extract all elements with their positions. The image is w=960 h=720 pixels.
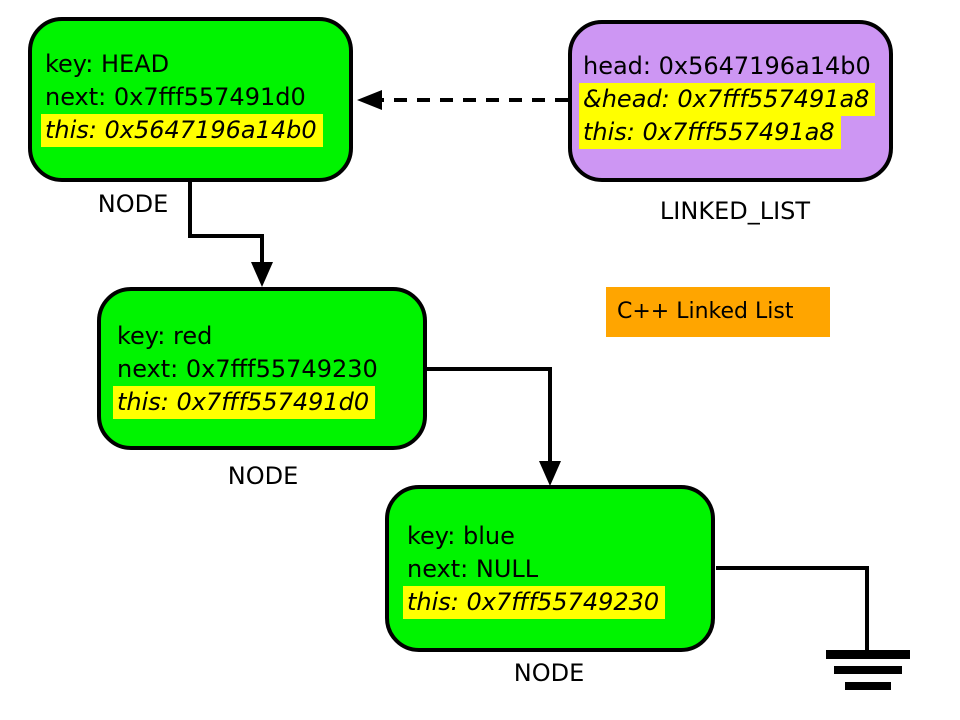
- field-this-value: this: 0x7fff557491d0: [113, 386, 376, 419]
- title-banner: C++ Linked List: [606, 287, 830, 337]
- arrowhead-down-icon-1: [251, 262, 273, 287]
- field-next: next: NULL: [407, 553, 665, 586]
- title-banner-text: C++ Linked List: [617, 299, 794, 324]
- field-key: key: red: [117, 320, 378, 353]
- field-next-value: next: 0x7fff557491d0: [45, 83, 306, 111]
- edge-blue-to-ground: [716, 566, 869, 651]
- field-addr-head-value: &head: 0x7fff557491a8: [579, 83, 876, 116]
- field-this-value: this: 0x7fff55749230: [403, 586, 666, 619]
- field-key-value: key: blue: [407, 522, 515, 550]
- field-key: key: blue: [407, 520, 665, 553]
- field-next-value: next: 0x7fff55749230: [117, 355, 378, 383]
- field-this: this: 0x5647196a14b0: [41, 114, 323, 147]
- linked-list-label: LINKED_LIST: [659, 197, 811, 225]
- field-addr-head: &head: 0x7fff557491a8: [579, 83, 876, 116]
- field-key-value: key: HEAD: [45, 50, 170, 78]
- node-head-fields: key: HEAD next: 0x7fff557491d0 this: 0x5…: [41, 48, 323, 147]
- field-head-value: head: 0x5647196a14b0: [583, 52, 871, 80]
- node-head-label: NODE: [97, 190, 169, 218]
- node-blue-label: NODE: [513, 659, 585, 687]
- field-this: this: 0x7fff557491a8: [579, 116, 875, 149]
- field-key: key: HEAD: [45, 48, 323, 81]
- linked-list-box: head: 0x5647196a14b0 &head: 0x7fff557491…: [568, 20, 893, 182]
- field-this: this: 0x7fff557491d0: [113, 386, 378, 419]
- edge-red-to-blue: [427, 367, 552, 462]
- field-head: head: 0x5647196a14b0: [583, 50, 875, 83]
- node-blue-fields: key: blue next: NULL this: 0x7fff5574923…: [403, 520, 666, 619]
- arrowhead-left-icon: [357, 90, 382, 110]
- field-this: this: 0x7fff55749230: [403, 586, 666, 619]
- node-blue-box: key: blue next: NULL this: 0x7fff5574923…: [385, 485, 715, 652]
- linked-list-fields: head: 0x5647196a14b0 &head: 0x7fff557491…: [579, 50, 876, 149]
- field-next: next: 0x7fff55749230: [117, 353, 378, 386]
- edge-head-to-red: [188, 182, 264, 264]
- field-next: next: 0x7fff557491d0: [45, 81, 323, 114]
- node-red-label: NODE: [227, 462, 299, 490]
- arrowhead-down-icon-2: [539, 461, 561, 486]
- field-next-value: next: NULL: [407, 555, 539, 583]
- ground-icon: [826, 650, 910, 690]
- node-red-fields: key: red next: 0x7fff55749230 this: 0x7f…: [113, 320, 378, 419]
- field-this-value: this: 0x7fff557491a8: [579, 116, 841, 149]
- field-this-value: this: 0x5647196a14b0: [41, 114, 323, 147]
- node-head-box: key: HEAD next: 0x7fff557491d0 this: 0x5…: [28, 17, 353, 182]
- field-key-value: key: red: [117, 322, 213, 350]
- node-red-box: key: red next: 0x7fff55749230 this: 0x7f…: [97, 287, 427, 450]
